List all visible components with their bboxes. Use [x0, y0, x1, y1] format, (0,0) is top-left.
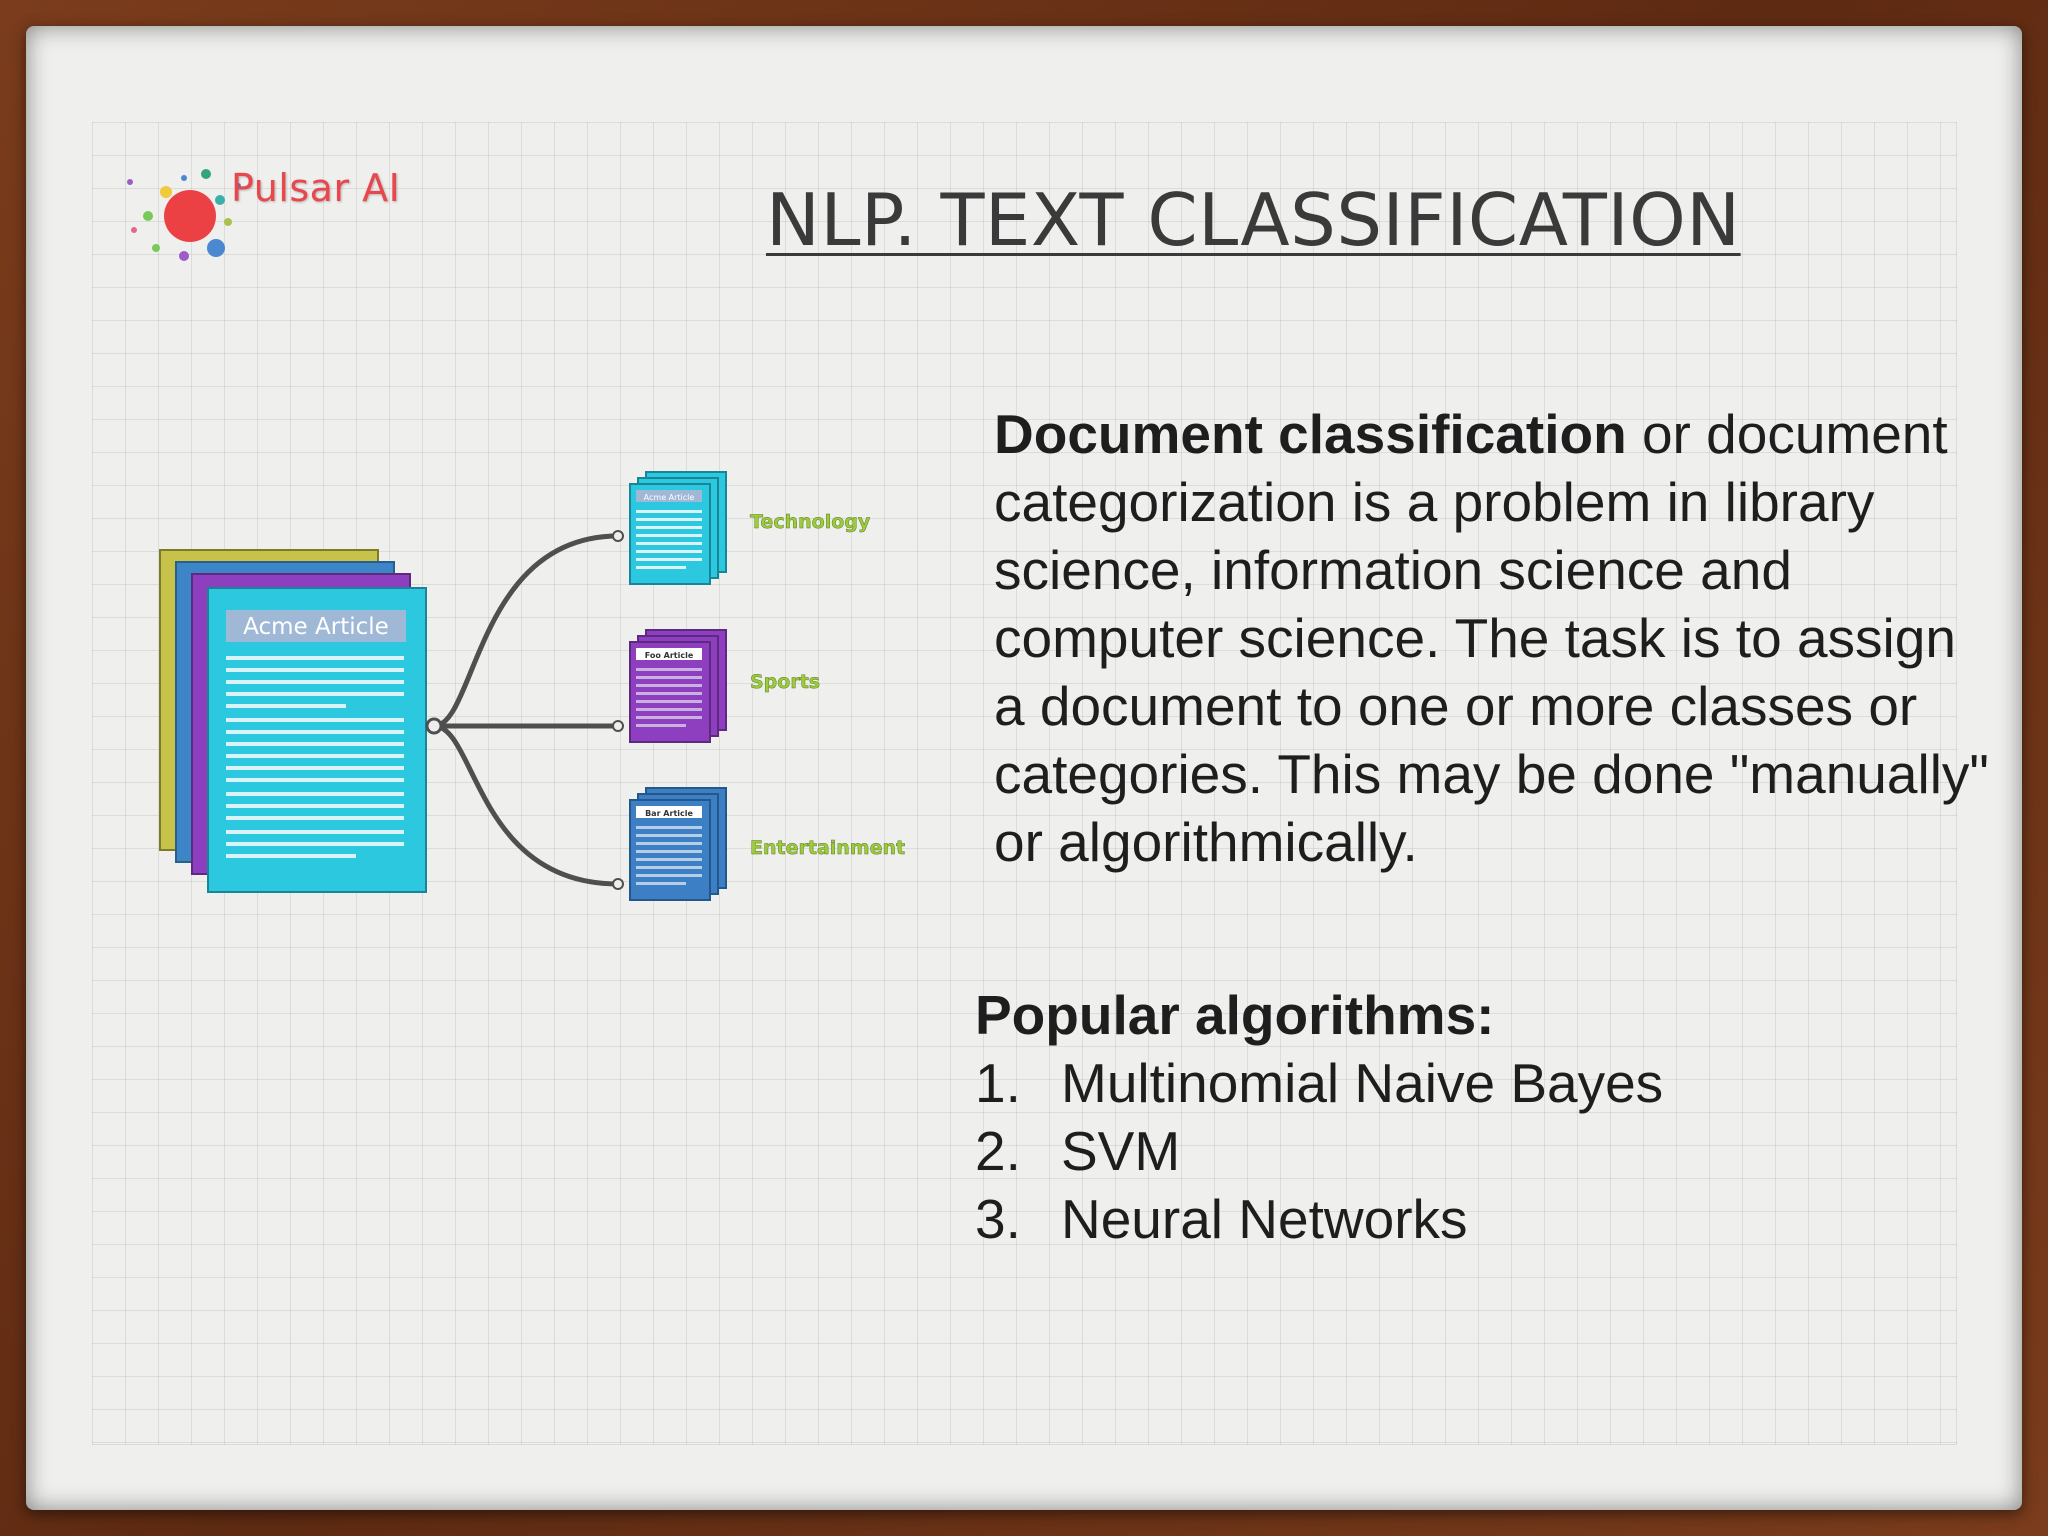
description-bold: Document classification	[994, 403, 1627, 465]
description-rest: or document categorization is a problem …	[994, 403, 1989, 873]
sports-doc-stack: Foo Article	[629, 629, 727, 743]
sports-label: Sports	[750, 671, 820, 693]
entertainment-label: Entertainment	[750, 837, 905, 859]
entertainment-doc-label: Bar Article	[645, 809, 693, 818]
slide: Pulsar AI NLP. TEXT CLASSIFICATION Acme …	[26, 26, 2022, 1510]
sports-doc-label: Foo Article	[645, 651, 694, 660]
technology-doc-stack: Acme Article	[629, 471, 727, 585]
list-item: 3.Neural Networks	[975, 1188, 1468, 1250]
pulsar-logo-icon	[127, 169, 241, 261]
main-doc-label: Acme Article	[243, 614, 389, 640]
technology-label: Technology	[750, 511, 871, 533]
main-document-stack: Acme Article	[159, 549, 427, 893]
connector-lines	[433, 533, 619, 887]
description-paragraph: Document classification or document cate…	[994, 400, 1994, 876]
entertainment-doc-stack: Bar Article	[629, 787, 727, 901]
page-title: NLP. TEXT CLASSIFICATION	[766, 178, 1741, 262]
classification-diagram: Acme Article	[159, 471, 905, 901]
list-item: 2.SVM	[975, 1120, 1181, 1182]
algorithms-list: 1.Multinomial Naive Bayes 2.SVM 3.Neural…	[975, 1049, 1663, 1253]
algorithms-heading: Popular algorithms:	[975, 984, 1495, 1046]
technology-doc-label: Acme Article	[644, 493, 695, 502]
logo-text: Pulsar AI	[231, 166, 401, 210]
list-item: 1.Multinomial Naive Bayes	[975, 1052, 1664, 1114]
